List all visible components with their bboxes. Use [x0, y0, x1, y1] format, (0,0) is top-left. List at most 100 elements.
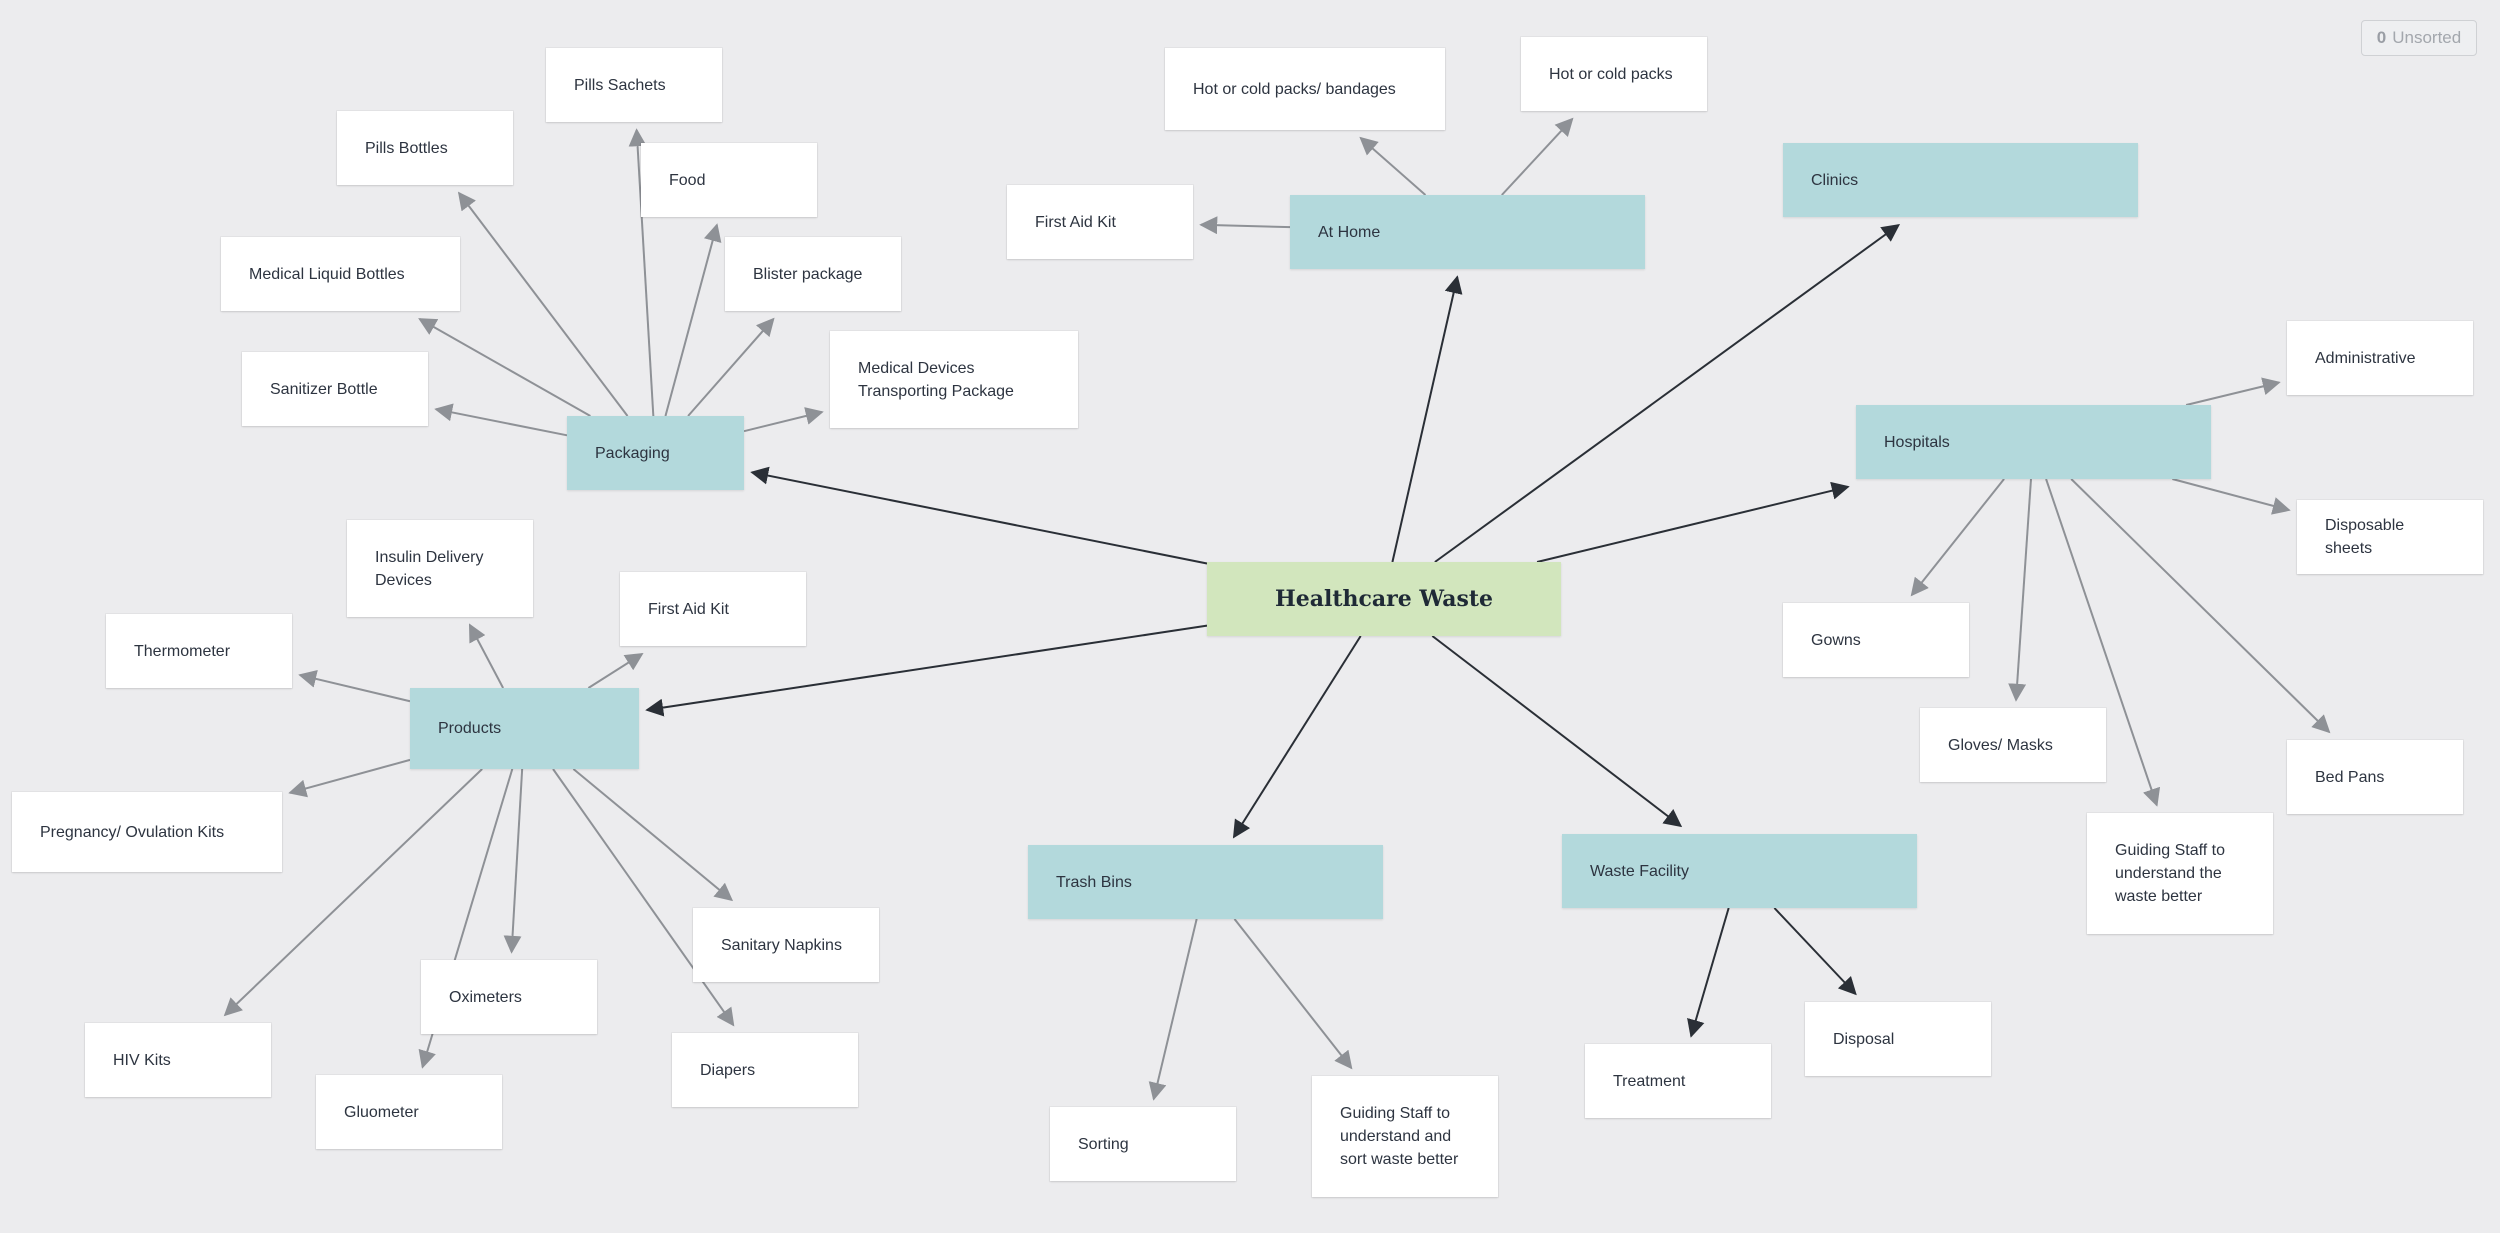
- leaf-node-med-devices[interactable]: Medical Devices Transporting Package: [830, 331, 1078, 428]
- category-node-clinics[interactable]: Clinics: [1783, 143, 2138, 217]
- edge-root-to-packaging: [750, 466, 1208, 565]
- node-label: Guiding Staff to understand and sort was…: [1340, 1105, 1459, 1168]
- node-label: Guiding Staff to understand the waste be…: [2115, 842, 2225, 905]
- category-node-packaging[interactable]: Packaging: [567, 416, 744, 490]
- node-label: First Aid Kit: [648, 600, 729, 618]
- node-label: Sanitizer Bottle: [270, 380, 378, 398]
- edge-hospitals-to-disposable_sheets: [2172, 478, 2291, 515]
- category-node-products[interactable]: Products: [410, 688, 639, 769]
- node-label: Sanitary Napkins: [721, 936, 842, 954]
- leaf-node-diapers[interactable]: Diapers: [672, 1033, 858, 1107]
- leaf-node-guiding-staff-t[interactable]: Guiding Staff to understand and sort was…: [1312, 1076, 1498, 1197]
- node-label: Gluometer: [344, 1103, 419, 1121]
- edge-root-to-products: [645, 624, 1208, 717]
- edge-packaging-to-sanitizer: [434, 403, 568, 437]
- leaf-node-pregnancy[interactable]: Pregnancy/ Ovulation Kits: [12, 792, 282, 872]
- edge-packaging-to-med_liquid: [418, 318, 591, 417]
- leaf-node-disposal[interactable]: Disposal: [1805, 1002, 1991, 1076]
- edge-hospitals-to-gowns: [1910, 478, 2005, 597]
- leaf-node-administrative[interactable]: Administrative: [2287, 321, 2473, 395]
- category-node-athome[interactable]: At Home: [1290, 195, 1645, 269]
- node-label: Gowns: [1811, 631, 1861, 649]
- leaf-node-pills-sachets[interactable]: Pills Sachets: [546, 48, 722, 122]
- node-label: Thermometer: [134, 642, 231, 660]
- node-label: Hospitals: [1884, 433, 1950, 451]
- leaf-node-gowns[interactable]: Gowns: [1783, 603, 1969, 677]
- leaf-node-treatment[interactable]: Treatment: [1585, 1044, 1771, 1118]
- leaf-node-pills-bottles[interactable]: Pills Bottles: [337, 111, 513, 185]
- leaf-node-guiding-staff-h[interactable]: Guiding Staff to understand the waste be…: [2087, 813, 2273, 934]
- edge-hospitals-to-guiding_staff_h: [2045, 478, 2161, 807]
- leaf-node-sanitary[interactable]: Sanitary Napkins: [693, 908, 879, 982]
- leaf-node-gluometer[interactable]: Gluometer: [316, 1075, 502, 1149]
- unsorted-button[interactable]: 0 Unsorted: [2361, 20, 2477, 56]
- leaf-node-thermometer[interactable]: Thermometer: [106, 614, 292, 688]
- leaf-node-food[interactable]: Food: [641, 143, 817, 217]
- node-label: Oximeters: [449, 988, 522, 1006]
- node-label: Packaging: [595, 444, 670, 462]
- node-label: Hot or cold packs/ bandages: [1193, 80, 1396, 98]
- node-label: Pills Bottles: [365, 139, 448, 157]
- leaf-node-hot-cold[interactable]: Hot or cold packs: [1521, 37, 1707, 111]
- leaf-node-firstaid-home[interactable]: First Aid Kit: [1007, 185, 1193, 259]
- edge-athome-to-firstaid_home: [1199, 216, 1291, 235]
- leaf-node-bedpans[interactable]: Bed Pans: [2287, 740, 2463, 814]
- edge-hospitals-to-bedpans: [2070, 478, 2331, 734]
- unsorted-label: Unsorted: [2392, 28, 2462, 47]
- node-label: Disposal: [1833, 1030, 1895, 1048]
- node-label: Pregnancy/ Ovulation Kits: [40, 823, 225, 841]
- node-label: Clinics: [1811, 171, 1859, 189]
- edge-hospitals-to-gloves: [2008, 478, 2032, 702]
- edge-products-to-pregnancy: [288, 758, 411, 798]
- leaf-node-sorting[interactable]: Sorting: [1050, 1107, 1236, 1181]
- leaf-node-disposable-sheets[interactable]: Disposable sheets: [2297, 500, 2483, 574]
- node-label: Waste Facility: [1590, 862, 1689, 880]
- edge-products-to-diapers: [552, 768, 735, 1027]
- edge-root-to-wastefacility: [1431, 635, 1683, 828]
- edge-root-to-hospitals: [1536, 481, 1850, 563]
- leaf-node-hiv[interactable]: HIV Kits: [85, 1023, 271, 1097]
- node-label: Disposable sheets: [2325, 517, 2405, 557]
- edge-products-to-thermometer: [298, 670, 411, 703]
- leaf-node-firstaid-prod[interactable]: First Aid Kit: [620, 572, 806, 646]
- node-label: Gloves/ Masks: [1948, 736, 2053, 754]
- leaf-node-gloves[interactable]: Gloves/ Masks: [1920, 708, 2106, 782]
- category-node-wastefacility[interactable]: Waste Facility: [1562, 834, 1917, 908]
- leaf-node-sanitizer[interactable]: Sanitizer Bottle: [242, 352, 428, 426]
- edge-root-to-clinics: [1434, 223, 1901, 563]
- edge-packaging-to-blister: [687, 317, 775, 417]
- edge-products-to-hiv: [223, 768, 483, 1017]
- node-label: Food: [669, 171, 706, 189]
- edge-wastefacility-to-treatment: [1687, 907, 1730, 1038]
- edge-packaging-to-med_devices: [743, 407, 824, 433]
- node-label: Sorting: [1078, 1135, 1129, 1153]
- node-label: Hot or cold packs: [1549, 65, 1673, 83]
- leaf-node-med-liquid[interactable]: Medical Liquid Bottles: [221, 237, 460, 311]
- edge-trashbins-to-sorting: [1148, 918, 1198, 1101]
- edge-products-to-sanitary: [572, 768, 734, 902]
- root-node-root[interactable]: Healthcare Waste: [1207, 562, 1561, 636]
- node-label: Pills Sachets: [574, 76, 666, 94]
- leaf-node-oximeters[interactable]: Oximeters: [421, 960, 597, 1034]
- node-label: Insulin Delivery Devices: [375, 548, 484, 589]
- unsorted-count: 0: [2376, 28, 2387, 47]
- category-node-hospitals[interactable]: Hospitals: [1856, 405, 2211, 479]
- edge-products-to-insulin: [468, 623, 504, 689]
- node-label: Healthcare Waste: [1274, 585, 1494, 612]
- edge-packaging-to-pills_sachets: [628, 128, 655, 417]
- leaf-node-blister[interactable]: Blister package: [725, 237, 901, 311]
- edge-root-to-trashbins: [1232, 635, 1362, 839]
- leaf-node-insulin[interactable]: Insulin Delivery Devices: [347, 520, 533, 617]
- edge-root-to-athome: [1391, 275, 1463, 563]
- node-label: Diapers: [700, 1061, 756, 1079]
- edge-hospitals-to-administrative: [2185, 377, 2281, 406]
- edge-athome-to-hot_cold: [1501, 117, 1574, 196]
- node-label: Medical Liquid Bottles: [249, 265, 405, 283]
- node-label: HIV Kits: [113, 1051, 171, 1069]
- category-node-trashbins[interactable]: Trash Bins: [1028, 845, 1383, 919]
- leaf-node-hot-cold-bandages[interactable]: Hot or cold packs/ bandages: [1165, 48, 1445, 130]
- edge-packaging-to-pills_bottles: [457, 191, 629, 417]
- node-label: First Aid Kit: [1035, 213, 1116, 231]
